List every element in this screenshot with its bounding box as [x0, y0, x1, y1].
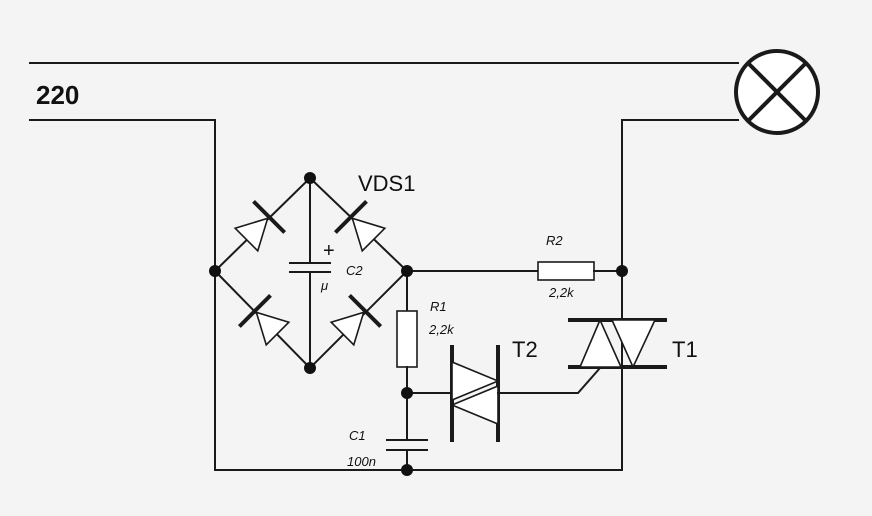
- c1-name-label: C1: [349, 428, 366, 443]
- c1-value-label: 100n: [347, 454, 376, 469]
- c2-polarity-label: +: [323, 240, 335, 262]
- resistor-r1: [396, 310, 418, 368]
- r1-value-label: 2,2k: [428, 322, 455, 337]
- r1-name-label: R1: [430, 299, 447, 314]
- junction-bridge-right: [401, 265, 413, 277]
- junction-bridge-bottom: [304, 362, 316, 374]
- junction-r1-c1: [401, 387, 413, 399]
- diode-upper-left: [233, 199, 287, 253]
- wire-t2-to-t1-gate: [497, 366, 602, 394]
- c2-name-label: C2: [346, 263, 363, 278]
- bridge-label: VDS1: [358, 171, 415, 196]
- wire-lamp-to-t1: [621, 119, 739, 471]
- capacitor-c2: [289, 262, 331, 273]
- junction-bridge-top: [304, 172, 316, 184]
- junction-r2-t1: [616, 265, 628, 277]
- r2-name-label: R2: [546, 233, 563, 248]
- junction-c1-bottom: [401, 464, 413, 476]
- c2-value-label: μ: [320, 278, 328, 293]
- junction-bridge-left: [209, 265, 221, 277]
- dinistor-t2: [449, 345, 501, 442]
- wire-left-rail: [214, 119, 623, 471]
- diode-upper-right: [333, 199, 387, 253]
- r2-value-label: 2,2k: [548, 285, 575, 300]
- junction-dots: [209, 172, 628, 476]
- resistor-r2: [537, 261, 595, 281]
- t1-label: T1: [672, 337, 698, 362]
- supply-voltage-label: 220: [36, 80, 79, 110]
- diode-lower-left: [237, 293, 291, 347]
- triac-t1: [568, 317, 667, 369]
- t2-label: T2: [512, 337, 538, 362]
- diode-lower-right: [329, 293, 383, 347]
- lamp-symbol: [734, 49, 820, 135]
